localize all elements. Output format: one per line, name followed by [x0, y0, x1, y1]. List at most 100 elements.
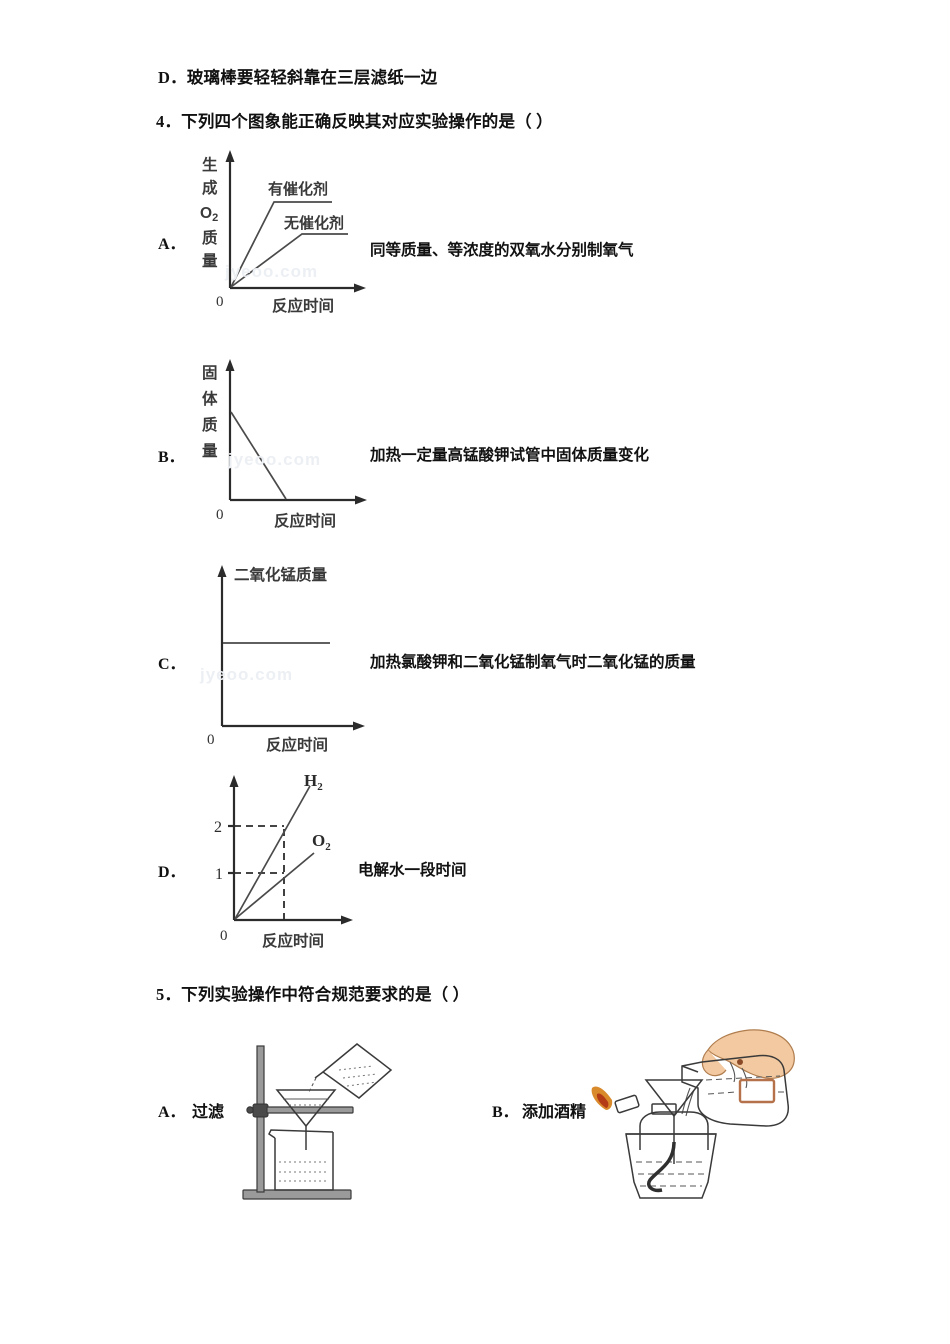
question-5-option-b-name: 添加酒精 — [522, 1104, 587, 1121]
flame-inner — [596, 1093, 609, 1108]
chart-d-origin-label: 0 — [220, 928, 228, 944]
adding-alcohol-apparatus — [590, 1022, 800, 1217]
chart-a-ylabel-char-4: 质 — [202, 228, 218, 247]
pouring-stream — [308, 1077, 317, 1093]
alcohol-bottle-neck-line — [681, 1065, 699, 1073]
chart-a-svg: 生 成 O2 质 量 有催化剂 无催化剂 0 反应时间 — [200, 150, 366, 315]
alcohol-bottle — [681, 1054, 790, 1127]
chart-d-series-o2 — [234, 852, 315, 920]
flask-tubing — [647, 1141, 676, 1193]
chart-a-ylabel-char-3: O2 — [200, 205, 218, 224]
pouring-beaker-liquid-2 — [342, 1073, 378, 1079]
chart-b-series-solid-mass — [230, 411, 287, 500]
chart-d-y-arrow — [229, 775, 239, 787]
alcohol-bottle-label — [738, 1078, 776, 1104]
watermark-2: jyeoo.com — [228, 450, 322, 469]
question-4-option-a-description: 同等质量、等浓度的双氧水分别制氧气 — [370, 242, 634, 259]
chart-d-xlabel: 反应时间 — [262, 931, 324, 950]
chart-c-x-arrow — [353, 721, 365, 731]
chart-b-svg: 固 体 质 量 0 反应时间 — [202, 359, 367, 530]
chart-d-series-label-h2: H2 — [304, 771, 323, 793]
chart-b-xlabel: 反应时间 — [274, 511, 336, 530]
chart-b-x-arrow — [355, 495, 367, 505]
alcohol-bottle-liquid-1 — [705, 1075, 781, 1081]
chart-a: 生 成 O2 质 量 有催化剂 无催化剂 0 反应时间 — [186, 146, 386, 321]
watermark-3: jyeoo.com — [200, 665, 294, 684]
hand-detail — [737, 1059, 743, 1065]
chart-d-ytick-label-2: 2 — [214, 819, 222, 836]
alcohol-bottle-body — [681, 1054, 790, 1127]
chart-b-ylabel-char-2: 体 — [202, 389, 218, 408]
hand-finger-1 — [729, 1061, 736, 1083]
chart-b: 固 体 质 量 0 反应时间 — [186, 352, 386, 537]
filtration-apparatus — [205, 1022, 405, 1212]
clamp-boss — [252, 1103, 269, 1118]
question-5-option-b-label: B． — [492, 1104, 519, 1121]
chart-a-ylabel-char-5: 量 — [202, 252, 218, 270]
chart-a-series-without-catalyst — [230, 233, 348, 288]
alcohol-lamp-collar — [651, 1103, 677, 1115]
receiving-beaker — [268, 1129, 334, 1191]
pouring-beaker-liquid-3 — [346, 1081, 378, 1087]
adding-alcohol-apparatus-svg — [591, 1029, 795, 1199]
previous-option-d: D．玻璃棒要轻轻斜靠在三层滤纸一边 — [158, 68, 438, 87]
chart-d: 2 1 H2 O2 0 反应时间 — [192, 768, 382, 953]
hand-thumb — [701, 1049, 727, 1077]
chart-a-series-label-without-catalyst: 无催化剂 — [283, 214, 344, 232]
chart-c: 二氧化锰质量 0 反应时间 — [198, 558, 408, 754]
chart-a-origin-label: 0 — [216, 294, 224, 310]
chart-a-ylabel-char-1: 生 — [202, 155, 218, 174]
chart-c-svg: 二氧化锰质量 0 反应时间 — [207, 565, 365, 754]
alcohol-lamp-body — [639, 1111, 709, 1150]
filtration-apparatus-svg — [242, 1043, 393, 1200]
chart-d-svg: 2 1 H2 O2 0 反应时间 — [214, 771, 353, 950]
iron-ring-support — [266, 1106, 354, 1114]
question-4-option-b-description: 加热一定量高锰酸钾试管中固体质量变化 — [370, 447, 650, 464]
receiving-beaker-body — [274, 1132, 334, 1191]
question-4-option-a-label: A． — [158, 236, 186, 253]
question-4-option-d-description: 电解水一段时间 — [358, 862, 467, 879]
pouring-beaker-body — [321, 1043, 393, 1099]
pouring-beaker — [314, 1043, 393, 1099]
question-4-option-c-description: 加热氯酸钾和二氧化锰制氧气时二氧化锰的质量 — [370, 654, 696, 671]
chart-c-xlabel: 反应时间 — [266, 735, 328, 754]
receiving-beaker-rim — [268, 1129, 334, 1139]
chart-c-ylabel: 二氧化锰质量 — [234, 565, 328, 584]
hand-finger-2 — [741, 1067, 748, 1089]
chart-a-x-arrow — [354, 283, 366, 293]
question-4-option-b-label: B． — [158, 449, 185, 466]
question-5-stem: 5．下列实验操作中符合规范要求的是（ ） — [156, 985, 470, 1004]
chart-a-ylabel-char-2: 成 — [202, 178, 218, 197]
question-5-option-a-label: A． — [158, 1104, 186, 1121]
clamp-screw — [246, 1106, 254, 1114]
pouring-beaker-spout — [314, 1071, 324, 1079]
alcohol-lamp-wick-tube — [614, 1094, 640, 1114]
chart-a-series-label-with-catalyst: 有催化剂 — [268, 180, 328, 198]
chart-a-y-arrow — [225, 150, 235, 162]
alcohol-lamp — [591, 1086, 709, 1150]
funnel — [644, 1079, 704, 1118]
question-4-stem: 4．下列四个图象能正确反映其对应实验操作的是（ ） — [156, 112, 553, 131]
chart-b-ylabel-char-1: 固 — [202, 364, 218, 382]
chart-d-ytick-label-1: 1 — [215, 866, 223, 883]
question-5-option-a-name: 过滤 — [192, 1104, 225, 1121]
chart-c-origin-label: 0 — [207, 732, 215, 748]
pouring-beaker-liquid-1 — [338, 1065, 374, 1071]
stand-rod — [256, 1045, 265, 1193]
chart-d-series-label-o2: O2 — [312, 831, 331, 853]
chart-c-y-arrow — [217, 565, 227, 577]
watermark-1: jyeoo.com — [225, 262, 319, 281]
chart-a-series-with-catalyst — [230, 201, 332, 288]
chart-b-origin-label: 0 — [216, 507, 224, 523]
question-4-option-d-label: D． — [158, 864, 186, 881]
chart-b-y-arrow — [225, 359, 235, 371]
alcohol-bottle-liquid-2 — [707, 1091, 737, 1095]
hand-palm — [707, 1029, 795, 1079]
hand — [701, 1029, 795, 1089]
question-4-option-c-label: C． — [158, 656, 186, 673]
chart-b-ylabel-char-4: 量 — [202, 442, 218, 460]
chart-d-x-arrow — [341, 915, 353, 925]
chart-a-xlabel: 反应时间 — [272, 296, 334, 315]
chart-d-series-h2 — [234, 785, 311, 920]
